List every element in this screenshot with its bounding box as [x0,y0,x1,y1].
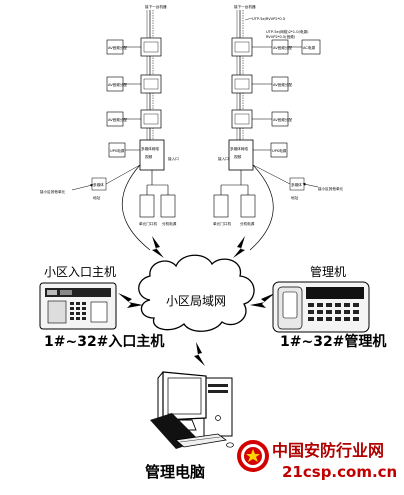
right-side-note: 接入口 [218,156,229,161]
right-indoor-unit-label: 接小区其他单元 [318,186,344,191]
lan-label: 小区局域网 [166,294,226,308]
watermark-name: 中国安防行业网 [272,441,384,460]
left-side-box-label-2: AV音频分配 [108,82,127,87]
right-floor-node-2: AV音频分配 [231,74,292,94]
entry-host-title: 小区入口主机 [44,265,116,279]
right-floor-node-3: AV音频分配 [231,109,292,129]
right-main-node-line2: 视频 [234,154,242,159]
left-main-node-line1: 多媒体网络 [141,146,159,151]
left-side-box-label-3: AV音频分配 [108,117,127,122]
right-sub-c: 单元门口机 [213,221,231,226]
left-side-note: 接入口 [168,156,179,161]
left-sub-c: 单元门口机 [139,221,157,226]
left-sub-a: 多媒体 [93,182,104,187]
manager-title: 管理机 [310,264,346,279]
left-top-cable-label: 接下一台机器 [145,4,167,9]
left-floor-node-1: AV音频分配 [106,37,162,57]
lightning-bolt-icon [118,293,143,308]
right-cable-type: UTP-5e/RVVP2*0.5 [252,17,285,21]
lightning-bolt-icon [250,293,275,308]
left-sub-b: 地址 [93,195,101,200]
watermark-url: 21csp.com.cn [282,463,397,481]
right-side-box-label-3: AV音频分配 [273,117,292,122]
right-sub-d: 分机电源 [240,221,255,226]
left-floor-node-3: AV音频分配 [106,109,162,129]
right-power-label: AC电源 [303,45,315,50]
right-cable-note-2: RVVP2*0.5(音频) [266,34,296,39]
lightning-bolt-icon [152,236,164,258]
entry-host-caption: 1#~32#入口主机 [44,333,164,350]
left-indoor-unit-label: 接小区其他单元 [40,189,66,194]
watermark: 中国安防行业网 21csp.com.cn [237,440,397,481]
right-curve-link [249,164,274,251]
left-side-box-label-1: AV音频分配 [108,45,127,50]
right-sub-a: 多媒体 [291,182,302,187]
manager-caption: 1#~32#管理机 [280,333,386,350]
right-main-node-line1: 多媒体网络 [230,146,248,151]
management-pc: 管理电脑 [145,371,234,481]
right-main-node: 多媒体网络 视频 UPS电源 接入口 单元门口机 分机电源 多媒体 地址 [213,139,305,226]
lightning-bolt-icon [233,236,245,258]
left-building-stack: 接下一台机器 AV音频分配 AV音频分配 AV音频分配 [40,4,179,226]
left-curve-link [121,164,151,251]
right-building-stack: 接下一台机器 UTP-5e/RVVP2*0.5 UTP-5e(网络)2*1.0(… [213,4,344,226]
right-floor-node-1: AV音频分配 AC电源 [231,37,321,57]
left-sub-d: 分机电源 [162,221,177,226]
entry-host: 小区入口主机 1#~32#入口主机 [39,265,164,350]
right-ups-label: UPS电源 [272,148,287,153]
right-side-box-label-2: AV音频分配 [273,82,292,87]
left-main-node-line2: 视频 [145,154,153,159]
right-side-box-label-1: AV音频分配 [273,45,292,50]
manager-unit: 管理机 1#~32#管理机 [272,264,386,350]
right-cable-note-1: UTP-5e(网络)2*1.0(电源) [266,29,309,34]
pc-caption: 管理电脑 [145,463,205,481]
csp-badge-icon [237,440,269,472]
left-main-node: 多媒体网络 视频 UPS电源 接入口 单元门口机 分机电源 多媒体 地址 [91,139,179,226]
lightning-bolt-icon [194,342,205,366]
left-ups-label: UPS电源 [110,148,125,153]
right-top-cable-label: 接下一台机器 [234,4,256,9]
left-floor-node-2: AV音频分配 [106,74,162,94]
lan-cloud: 小区局域网 [138,254,255,332]
right-sub-b: 地址 [291,195,299,200]
